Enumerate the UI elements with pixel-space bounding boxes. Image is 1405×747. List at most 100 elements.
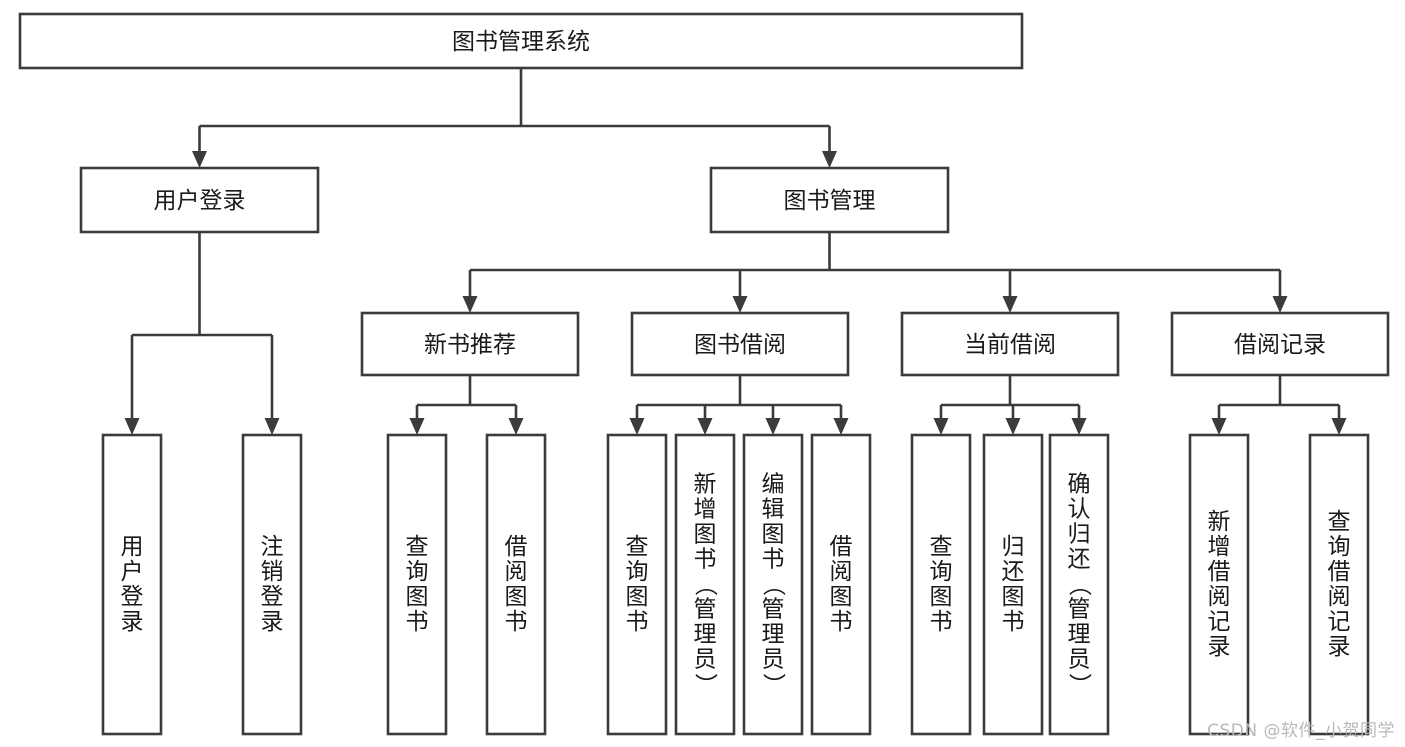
node-box[interactable] [709, 166, 950, 234]
node-label-char: 增 [1208, 534, 1231, 560]
node-label-char: 借 [1328, 559, 1351, 585]
node-box[interactable] [1170, 311, 1390, 377]
node-box[interactable] [810, 433, 872, 736]
node-label-char: 借 [505, 534, 528, 560]
node-label-char: 查 [930, 534, 953, 560]
node-label-char: 录 [121, 609, 144, 635]
node-label: 图书管理 [784, 188, 876, 214]
diagram-nodes: 图书管理系统用户登录图书管理新书推荐图书借阅当前借阅借阅记录用户登录注销登录查询… [18, 12, 1390, 736]
node-label-char: 询 [626, 559, 649, 585]
node-label-char: 注 [261, 534, 284, 560]
node-label-char: 认 [1068, 497, 1091, 523]
node-label-char: 借 [1208, 559, 1231, 585]
arrow-head [933, 418, 949, 435]
node-label-char: 管 [762, 597, 785, 623]
node-label-char: 管 [1068, 597, 1091, 623]
node-label-char: 员 [1068, 647, 1091, 673]
node-label-char: 登 [261, 584, 284, 610]
connector-current_to_leaves [933, 375, 1087, 435]
node-box[interactable] [79, 166, 320, 234]
arrow-head [822, 151, 837, 168]
node-current-borrow[interactable]: 当前借阅 [900, 311, 1120, 377]
node-box[interactable] [900, 311, 1120, 377]
node-label-char: 书 [1002, 609, 1025, 635]
node-label-char: 阅 [830, 559, 853, 585]
node-label-char: 员 [694, 647, 717, 673]
node-label-char: 书 [406, 609, 429, 635]
node-label-char: 图 [762, 522, 785, 548]
node-new-book-recommend[interactable]: 新书推荐 [360, 311, 580, 377]
node-box[interactable] [1188, 433, 1250, 736]
node-box[interactable] [1308, 433, 1370, 736]
connector-rec_to_leaves [409, 375, 524, 435]
node-box[interactable] [101, 433, 163, 736]
node-label-char: 新 [1208, 509, 1231, 535]
node-label: 图书借阅 [694, 332, 786, 358]
node-box[interactable] [982, 433, 1044, 736]
node-label-char: 确 [1068, 472, 1091, 498]
connector-root_to_level2 [192, 68, 837, 168]
arrow-head [1211, 418, 1227, 435]
node-box[interactable] [606, 433, 668, 736]
node-label: 用户登录 [154, 188, 246, 214]
node-box[interactable] [386, 433, 448, 736]
node-box[interactable] [742, 433, 804, 736]
arrow-head [1071, 418, 1087, 435]
node-label-char: （ [692, 573, 718, 596]
node-box[interactable] [18, 12, 1024, 70]
node-box[interactable] [630, 311, 850, 377]
node-root[interactable]: 图书管理系统 [18, 12, 1024, 70]
node-label-char: 销 [261, 559, 284, 585]
node-user-login[interactable]: 用户登录 [79, 166, 320, 234]
node-label-char: 用 [121, 534, 144, 560]
node-box[interactable] [360, 311, 580, 377]
arrow-head [124, 418, 140, 435]
node-label-char: 书 [505, 609, 528, 635]
arrow-head [462, 296, 478, 313]
node-label: 图书管理系统 [452, 29, 590, 55]
node-leaf-user-login[interactable]: 用户登录 [101, 433, 163, 736]
node-label-char: 记 [1328, 609, 1351, 635]
node-box[interactable] [241, 433, 303, 736]
node-label-char: 借 [830, 534, 853, 560]
node-box[interactable] [485, 433, 547, 736]
node-label-char: 新 [694, 472, 717, 498]
node-label-char: 录 [261, 609, 284, 635]
node-label-char: 询 [930, 559, 953, 585]
arrow-head [833, 418, 849, 435]
node-box[interactable] [1048, 433, 1110, 736]
node-box[interactable] [910, 433, 972, 736]
node-label-char: ） [1066, 673, 1092, 696]
node-box[interactable] [674, 433, 736, 736]
node-label-char: 图 [626, 584, 649, 610]
node-label-char: 管 [694, 597, 717, 623]
connector-edges [124, 68, 1347, 435]
node-book-manage[interactable]: 图书管理 [709, 166, 950, 234]
node-label-char: 归 [1068, 522, 1091, 548]
node-label-char: 询 [406, 559, 429, 585]
node-label-char: 书 [830, 609, 853, 635]
arrow-head [732, 296, 748, 313]
node-book-borrow[interactable]: 图书借阅 [630, 311, 850, 377]
node-label: 借阅记录 [1234, 332, 1326, 358]
node-label-char: 记 [1208, 609, 1231, 635]
node-label-char: 登 [121, 584, 144, 610]
node-label-char: 图 [406, 584, 429, 610]
arrow-head [629, 418, 645, 435]
arrow-head [264, 418, 280, 435]
node-borrow-record[interactable]: 借阅记录 [1170, 311, 1390, 377]
node-label-char: ） [692, 673, 718, 696]
connector-userlogin_to_leaves [124, 232, 280, 435]
